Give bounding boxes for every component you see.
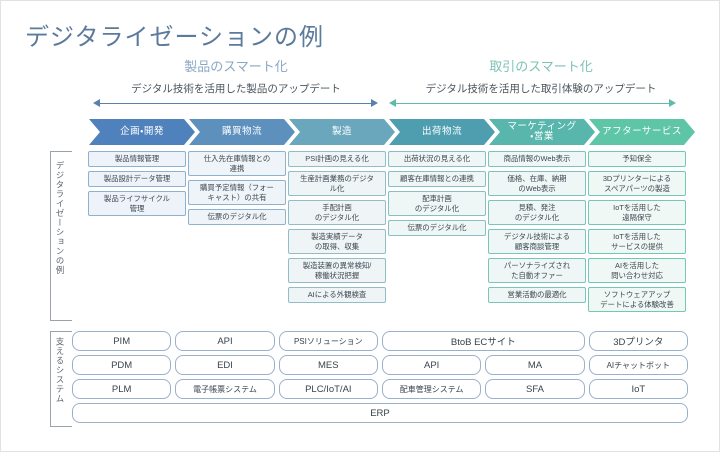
- matrix-cell[interactable]: 3Dプリンターによるスペアパーツの製造: [588, 171, 686, 196]
- arrow-head-right-icon: [371, 99, 378, 107]
- stage-chevron-3[interactable]: 製造: [289, 119, 395, 145]
- matrix-cell[interactable]: 製造実績データの取得、収集: [288, 229, 386, 254]
- stage-chevron-5[interactable]: マーケティング・営業: [489, 119, 595, 145]
- system-pill[interactable]: AIチャットボット: [588, 355, 688, 375]
- stage-label: 製造: [331, 126, 352, 138]
- matrix-cell[interactable]: 購買予定情報（フォーキャスト）の共有: [188, 180, 286, 205]
- matrix-column-4: 出荷状況の見える化顧客在庫情報との連携配車計画のデジタル化伝票のデジタル化: [388, 151, 486, 240]
- matrix-column-1: 製品情報管理製品設計データ管理製品ライフサイクル管理: [88, 151, 186, 220]
- matrix-cell[interactable]: 顧客在庫情報との連携: [388, 171, 486, 187]
- system-pill-erp[interactable]: ERP: [72, 403, 688, 423]
- matrix-cell[interactable]: 製品設計データ管理: [88, 171, 186, 187]
- matrix-cell[interactable]: 伝票のデジタル化: [388, 220, 486, 236]
- matrix-cell[interactable]: 仕入先在庫情報との連携: [188, 151, 286, 176]
- matrix-column-5: 商品情報のWeb表示価格、在庫、納期のWeb表示見積、発注のデジタル化デジタル技…: [488, 151, 586, 307]
- system-pill[interactable]: BtoB ECサイト: [382, 331, 585, 351]
- stage-label: 出荷物流: [421, 126, 462, 138]
- matrix-cell[interactable]: IoTを活用したサービスの提供: [588, 229, 686, 254]
- arrow-head-right-icon: [669, 99, 676, 107]
- scope-arrow-left: [93, 99, 378, 108]
- system-pill[interactable]: API: [382, 355, 482, 375]
- matrix-cell[interactable]: 営業活動の最適化: [488, 287, 586, 303]
- section-subtitle-right: デジタル技術を活用した取引体験のアップデート: [425, 83, 657, 95]
- system-pill[interactable]: 配車管理システム: [382, 379, 482, 399]
- section-subtitle-left: デジタル技術を活用した製品のアップデート: [131, 83, 341, 95]
- stage-label: 企画・開発: [120, 126, 164, 138]
- page-title: デジタライゼーションの例: [25, 24, 325, 51]
- digitalization-matrix: デジタライゼーションの例 製品情報管理製品設計データ管理製品ライフサイクル管理仕…: [50, 151, 694, 321]
- side-label-lower: 支えるシステム: [55, 337, 65, 404]
- arrow-head-left-icon: [389, 99, 396, 107]
- stage-chevron-4[interactable]: 出荷物流: [389, 119, 495, 145]
- stage-label: 購買物流: [221, 126, 262, 138]
- system-pill[interactable]: MES: [278, 355, 378, 375]
- stage-chevron-2[interactable]: 購買物流: [189, 119, 295, 145]
- matrix-cell[interactable]: 製品情報管理: [88, 151, 186, 167]
- system-pill[interactable]: API: [175, 331, 275, 351]
- system-pill[interactable]: PIM: [72, 331, 172, 351]
- system-pill[interactable]: PLM: [72, 379, 172, 399]
- matrix-cell[interactable]: 出荷状況の見える化: [388, 151, 486, 167]
- matrix-column-3: PSI計画の見える化生産計画業務のデジタル化手配計画のデジタル化製造実績データの…: [288, 151, 386, 307]
- matrix-cell[interactable]: 見積、発注のデジタル化: [488, 200, 586, 225]
- section-heading-right: 取引のスマート化: [489, 59, 593, 74]
- matrix-cell[interactable]: 伝票のデジタル化: [188, 209, 286, 225]
- stage-label: マーケティング・営業: [507, 121, 577, 142]
- matrix-cell[interactable]: 価格、在庫、納期のWeb表示: [488, 171, 586, 196]
- stage-chevron-1[interactable]: 企画・開発: [89, 119, 195, 145]
- side-label-upper: デジタライゼーションの例: [55, 161, 65, 275]
- system-pill[interactable]: MA: [485, 355, 585, 375]
- matrix-cell[interactable]: AIを活用した問い合わせ対応: [588, 258, 686, 283]
- matrix-cell[interactable]: 製品ライフサイクル管理: [88, 191, 186, 216]
- system-pill[interactable]: PDM: [72, 355, 172, 375]
- stage-chevron-6[interactable]: アフターサービス: [589, 119, 695, 145]
- matrix-column-2: 仕入先在庫情報との連携購買予定情報（フォーキャスト）の共有伝票のデジタル化: [188, 151, 286, 229]
- matrix-cell[interactable]: PSI計画の見える化: [288, 151, 386, 167]
- arrow-bar: [395, 103, 670, 105]
- bracket-upper: [50, 151, 72, 321]
- scope-arrow-right: [389, 99, 676, 108]
- system-pill[interactable]: 電子帳票システム: [175, 379, 275, 399]
- matrix-cell[interactable]: パーソナライズされた自動オファー: [488, 258, 586, 283]
- section-heading-left: 製品のスマート化: [184, 59, 288, 74]
- system-pill[interactable]: EDI: [175, 355, 275, 375]
- matrix-cell[interactable]: 生産計画業務のデジタル化: [288, 171, 386, 196]
- matrix-cell[interactable]: 予知保全: [588, 151, 686, 167]
- bracket-lower: [50, 331, 72, 427]
- matrix-cell[interactable]: 配車計画のデジタル化: [388, 191, 486, 216]
- matrix-cell[interactable]: 商品情報のWeb表示: [488, 151, 586, 167]
- matrix-cell[interactable]: ソフトウェアアップデートによる体験改善: [588, 287, 686, 312]
- matrix-column-6: 予知保全 3Dプリンターによるスペアパーツの製造 IoTを活用した遠隔保守 IoTを活…: [588, 151, 686, 316]
- arrow-head-left-icon: [93, 99, 100, 107]
- matrix-cell[interactable]: 手配計画のデジタル化: [288, 200, 386, 225]
- systems-row-footer: ERP: [72, 403, 694, 423]
- stage-label: アフターサービス: [602, 126, 682, 138]
- matrix-cell[interactable]: AIによる外観検査: [288, 287, 386, 303]
- matrix-cell[interactable]: IoTを活用した遠隔保守: [588, 200, 686, 225]
- system-pill[interactable]: IoT: [588, 379, 688, 399]
- system-pill[interactable]: PLC/IoT/AI: [278, 379, 378, 399]
- matrix-cell[interactable]: デジタル技術による顧客商談管理: [488, 229, 586, 254]
- system-pill[interactable]: SFA: [485, 379, 585, 399]
- matrix-cell[interactable]: 製造装置の異常検知/稼働状況把握: [288, 258, 386, 283]
- arrow-bar: [99, 103, 372, 105]
- system-pill[interactable]: 3Dプリンタ: [588, 331, 688, 351]
- system-pill[interactable]: PSIソリューション: [278, 331, 378, 351]
- value-chain-stages: 企画・開発 購買物流 製造 出荷物流 マーケティング・営業 アフターサービス: [89, 119, 689, 145]
